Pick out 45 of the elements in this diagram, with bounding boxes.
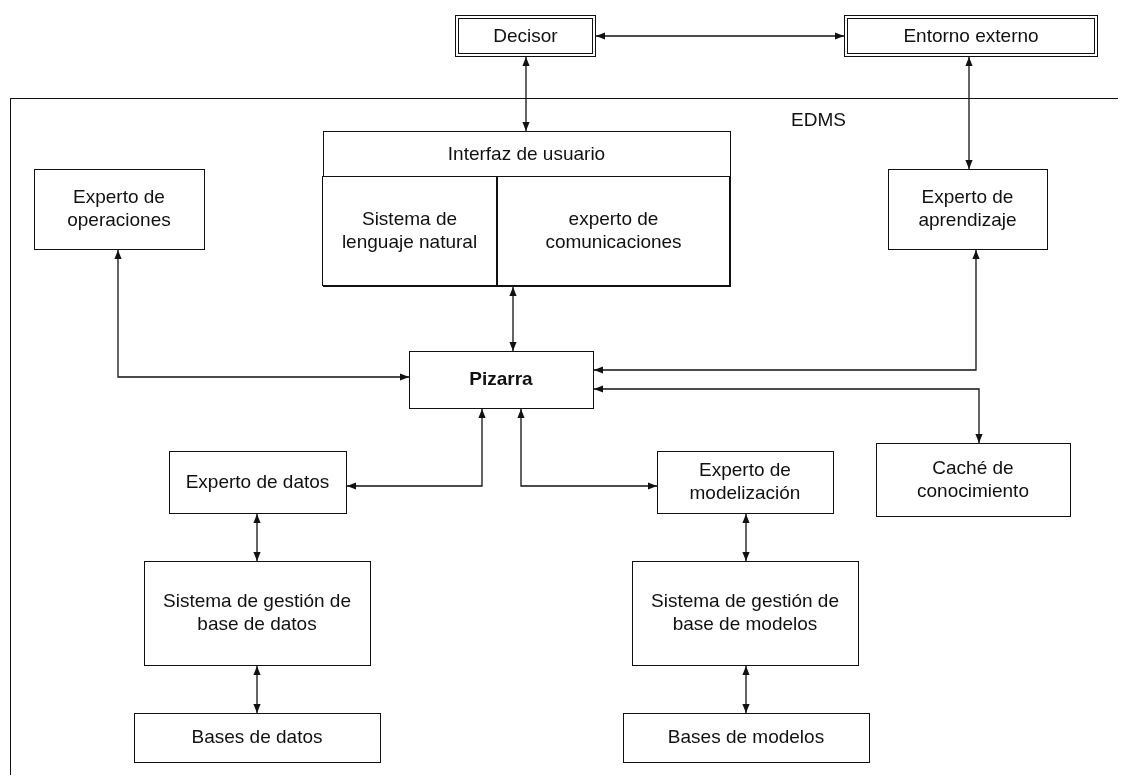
connector-arrow — [742, 665, 750, 714]
node-label: Sistema de gestión de base de modelos — [650, 590, 840, 636]
connector-arrow — [965, 56, 973, 170]
process-box — [33, 168, 205, 250]
node-label: Entorno externo — [903, 24, 1039, 48]
node-label: Sistema de gestión de base de datos — [162, 590, 352, 636]
connector-arrow — [742, 513, 750, 562]
node-label: Bases de datos — [190, 726, 324, 749]
node-label: Sistema de lenguaje natural — [340, 208, 479, 254]
process-box — [631, 560, 859, 666]
node-label: Bases de modelos — [666, 726, 826, 749]
connector-arrow — [517, 408, 658, 490]
node-label: Experto de datos — [184, 470, 331, 494]
process-box — [455, 15, 596, 57]
connector-arrow — [595, 32, 845, 40]
connector-arrow — [253, 665, 261, 714]
connector-arrow — [593, 385, 983, 444]
process-box — [656, 450, 834, 514]
process-box — [168, 450, 347, 514]
process-box — [322, 176, 497, 286]
process-box — [322, 130, 731, 287]
connector-arrow — [522, 56, 530, 132]
node-label: Interfaz de usuario — [446, 142, 607, 166]
process-box — [408, 350, 594, 409]
process-box — [622, 712, 870, 763]
node-label: experto de comunicaciones — [544, 208, 683, 254]
process-box — [875, 442, 1071, 517]
node-label: Experto de aprendizaje — [917, 186, 1018, 232]
process-box — [887, 168, 1048, 250]
node-label: Caché de conocimiento — [916, 456, 1030, 503]
node-label: Experto de modelización — [688, 459, 802, 505]
node-label: Experto de operaciones — [66, 186, 172, 232]
process-box — [497, 176, 730, 286]
connector-arrow — [114, 249, 410, 381]
node-label: EDMS — [791, 109, 846, 132]
process-box — [844, 15, 1098, 57]
connector-arrow — [253, 513, 261, 562]
system-frame — [10, 98, 1118, 775]
node-label: Pizarra — [469, 368, 533, 391]
connector-arrow — [346, 408, 486, 490]
process-box — [143, 560, 371, 666]
process-box — [133, 712, 381, 763]
node-label: Decisor — [493, 24, 558, 48]
connector-arrow — [509, 286, 517, 352]
connector-arrow — [593, 249, 980, 374]
